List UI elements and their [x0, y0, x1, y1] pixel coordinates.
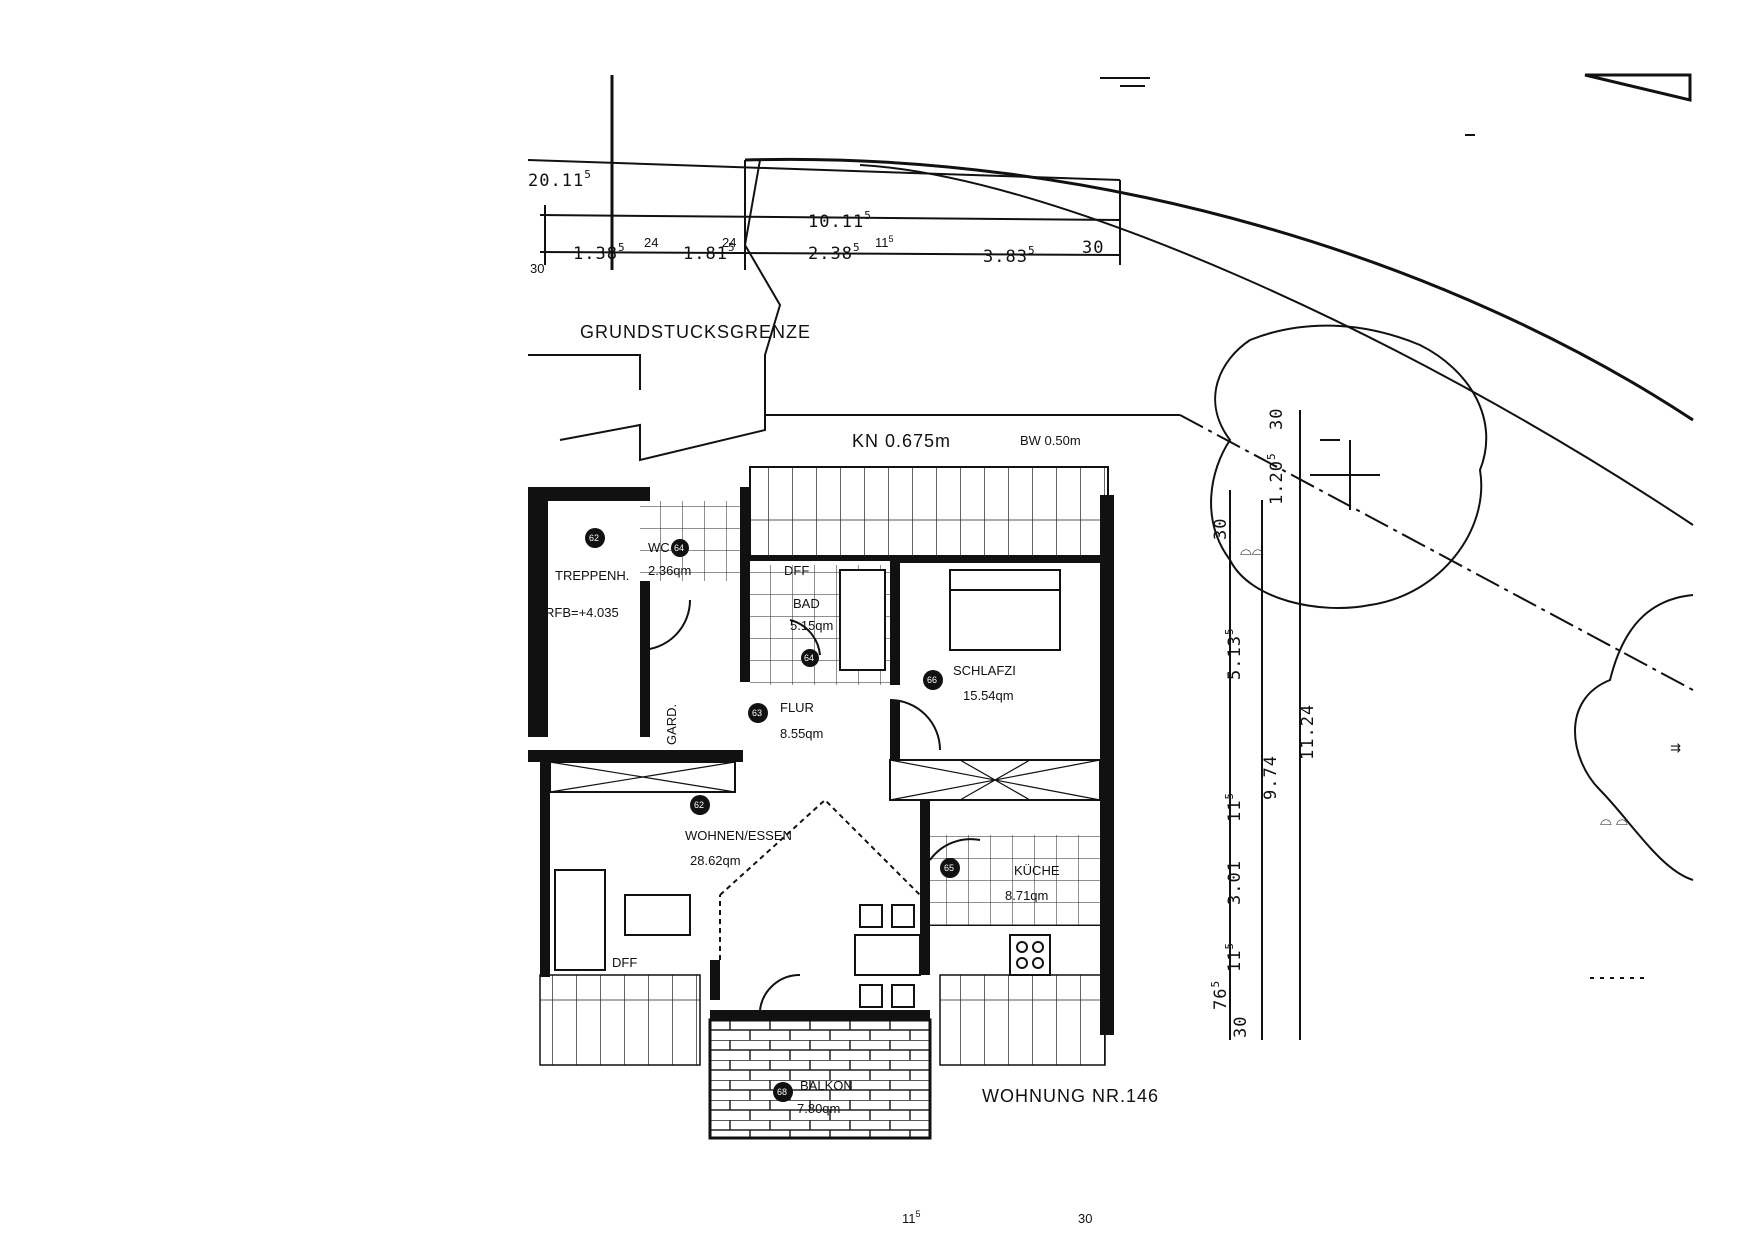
dim-seg2: 1.815: [683, 241, 736, 264]
room-schlafzi: 66 SCHLAFZI 15.54qm: [923, 663, 1016, 703]
dim-b-b: 30: [1078, 1211, 1092, 1226]
svg-text:TREPPENH.: TREPPENH.: [555, 568, 629, 583]
svg-text:65: 65: [944, 863, 954, 873]
doors: [639, 599, 981, 1011]
svg-text:BAD: BAD: [793, 596, 820, 611]
balkon-area: [708, 1018, 932, 1140]
dim-r-a30: 30: [1267, 408, 1287, 430]
dim-r-j: 11.24: [1298, 704, 1318, 760]
svg-text:WOHNEN/ESSEN: WOHNEN/ESSEN: [685, 828, 792, 843]
room-kueche: 65 KÜCHE 8.71qm: [940, 858, 1060, 903]
tree-1: [1210, 324, 1488, 609]
dim-left-30: 30: [530, 261, 544, 276]
svg-text:SCHLAFZI: SCHLAFZI: [953, 663, 1016, 678]
svg-text:8.71qm: 8.71qm: [1005, 888, 1048, 903]
svg-text:WC: WC: [648, 540, 670, 555]
furniture: [554, 569, 1061, 1008]
dim-r-h: 30: [1231, 1016, 1251, 1038]
room-bad: BAD 5.15qm 64: [790, 596, 833, 667]
svg-text:28.62qm: 28.62qm: [690, 853, 741, 868]
svg-text:64: 64: [804, 653, 814, 663]
room-flur: 63 FLUR 8.55qm: [748, 700, 823, 741]
room-wc: 64 WC 2.36qm: [648, 539, 691, 578]
svg-text:RFB=+4.035: RFB=+4.035: [545, 605, 619, 620]
tree-1-glyph: ⌓⌓: [1240, 542, 1264, 559]
dim-seg3: 2.385: [808, 241, 861, 264]
dff-label-2: DFF: [612, 955, 637, 970]
tree-2-glyph: ⌓ ⌓: [1600, 812, 1628, 829]
kueche-tiles: [930, 835, 1100, 925]
walls: [528, 487, 1114, 1035]
dim-seg3-gap: 115: [875, 234, 894, 250]
dim-r-g: 765: [1209, 980, 1231, 1010]
dim-r-d: 115: [1223, 792, 1245, 822]
svg-text:FLUR: FLUR: [780, 700, 814, 715]
top-dimensions: 20.115 10.115 1.385 24 1.815 24 2.385 11…: [527, 75, 1121, 276]
dff-label-1: DFF: [784, 563, 809, 578]
room-treppenh: 62 TREPPENH. RFB=+4.035: [545, 528, 629, 620]
scan-marks: [1100, 73, 1692, 979]
dim-seg4: 3.835: [983, 244, 1036, 267]
dim-b-a: 115: [902, 1209, 921, 1226]
dim-total: 20.115: [528, 168, 592, 191]
blank-margin: [0, 0, 528, 1240]
tree-2: ⇉ ⌓ ⌓ ⌓⌓: [1240, 542, 1694, 881]
dim-r-f: 115: [1223, 942, 1245, 972]
wc-tiles: [640, 501, 740, 581]
dim-r-e: 3.01: [1225, 860, 1245, 905]
dim-r-a: 1.205: [1265, 452, 1287, 505]
svg-text:66: 66: [927, 675, 937, 685]
dim-r-i: 9.74: [1261, 755, 1281, 800]
garderobe-label: GARD.: [664, 704, 679, 745]
svg-text:KÜCHE: KÜCHE: [1014, 863, 1060, 878]
kn-label: KN 0.675m: [852, 431, 951, 451]
svg-text:BALKON: BALKON: [800, 1078, 853, 1093]
unit-label: WOHNUNG NR.146: [982, 1086, 1159, 1106]
dim-r-c: 5.135: [1223, 627, 1245, 680]
room-labels: 62 TREPPENH. RFB=+4.035 64 WC 2.36qm BAD…: [545, 528, 1060, 1116]
svg-text:7.80qm: 7.80qm: [797, 1101, 840, 1116]
dim-mid: 10.115: [808, 209, 872, 232]
dim-seg1-gap: 24: [644, 235, 658, 250]
svg-text:63: 63: [752, 708, 762, 718]
boundary-label: GRUNDSTUCKSGRENZE: [580, 322, 811, 342]
svg-text:8.55qm: 8.55qm: [780, 726, 823, 741]
svg-text:62: 62: [589, 533, 599, 543]
svg-text:15.54qm: 15.54qm: [963, 688, 1014, 703]
right-dimensions: 1.205 30 30 5.135 115 3.01 115 765 30 9.…: [1209, 408, 1318, 1040]
room-wohnen: 62 WOHNEN/ESSEN 28.62qm: [685, 795, 792, 868]
svg-text:2.36qm: 2.36qm: [648, 563, 691, 578]
bw-label: BW 0.50m: [1020, 433, 1081, 448]
counters: [549, 759, 1101, 976]
tree-2-mark: ⇉: [1670, 740, 1681, 755]
dim-r-b: 30: [1211, 518, 1231, 540]
road-curves: [744, 157, 1694, 526]
bottom-dimensions: 115 30: [902, 1209, 1092, 1226]
svg-text:5.15qm: 5.15qm: [790, 618, 833, 633]
dim-seg1: 1.385: [573, 241, 626, 264]
svg-text:64: 64: [674, 543, 684, 553]
dim-seg2-gap: 24: [722, 235, 736, 250]
property-boundary: GRUNDSTUCKSGRENZE KN 0.675m BW 0.50m: [528, 244, 1694, 691]
svg-text:68: 68: [777, 1087, 787, 1097]
dim-seg4-gap: 30: [1082, 238, 1104, 258]
room-balkon: 68 BALKON 7.80qm: [773, 1078, 853, 1116]
svg-text:62: 62: [694, 800, 704, 810]
